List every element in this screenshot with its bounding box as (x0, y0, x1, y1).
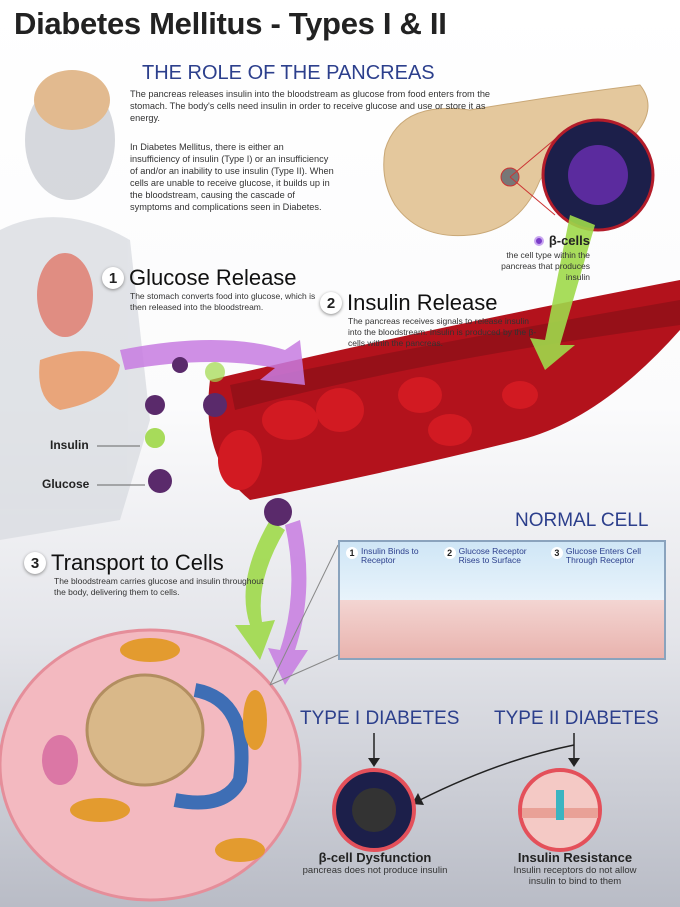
type1-caption: β-cell Dysfunction pancreas does not pro… (302, 850, 448, 876)
stomach (39, 351, 120, 410)
step-desc: The pancreas receives signals to release… (348, 316, 537, 348)
human-body-figure (0, 70, 150, 540)
step-title: Glucose Release (129, 265, 297, 290)
step-title: Insulin Release (347, 290, 498, 315)
type1-heading: TYPE I DIABETES (300, 708, 460, 729)
pancreas-paragraph-2: In Diabetes Mellitus, there is either an… (130, 142, 334, 212)
beta-cells-desc: the cell type within the pancreas that p… (501, 250, 590, 282)
type2-caption: Insulin Resistance Insulin receptors do … (513, 850, 637, 887)
heart (37, 253, 93, 337)
beta-cells-label: β-cells the cell type within the pancrea… (490, 232, 590, 283)
step-number: 1 (102, 267, 124, 289)
beta-cells-title: β-cells (548, 233, 590, 248)
molecules (145, 357, 292, 526)
insulin-arrow (530, 215, 595, 370)
red-blood-cells (218, 377, 538, 490)
normal-cell-heading: NORMAL CELL (515, 510, 649, 531)
beta-cell-icon (534, 235, 545, 246)
transport-arrow-insulin (235, 520, 285, 660)
brain (34, 70, 110, 130)
step-title: Transport to Cells (51, 550, 224, 575)
step-desc: The bloodstream carries glucose and insu… (54, 576, 264, 597)
pancreas-heading: THE ROLE OF THE PANCREAS (142, 62, 435, 84)
transport-arrow-glucose (268, 520, 308, 685)
glucose-arrow (120, 340, 305, 385)
cell-nucleus (85, 673, 205, 787)
type2-heading: TYPE II DIABETES (494, 708, 659, 729)
page-title: Diabetes Mellitus - Types I & II (14, 6, 447, 41)
endoplasmic-reticulum (173, 683, 249, 810)
insulin-label: Insulin (50, 438, 89, 452)
step-number: 2 (320, 292, 342, 314)
step-number: 3 (24, 552, 46, 574)
glucose-label: Glucose (42, 477, 90, 491)
step-desc: The stomach converts food into glucose, … (130, 291, 316, 312)
pancreas-paragraph-1: The pancreas releases insulin into the b… (130, 89, 491, 123)
